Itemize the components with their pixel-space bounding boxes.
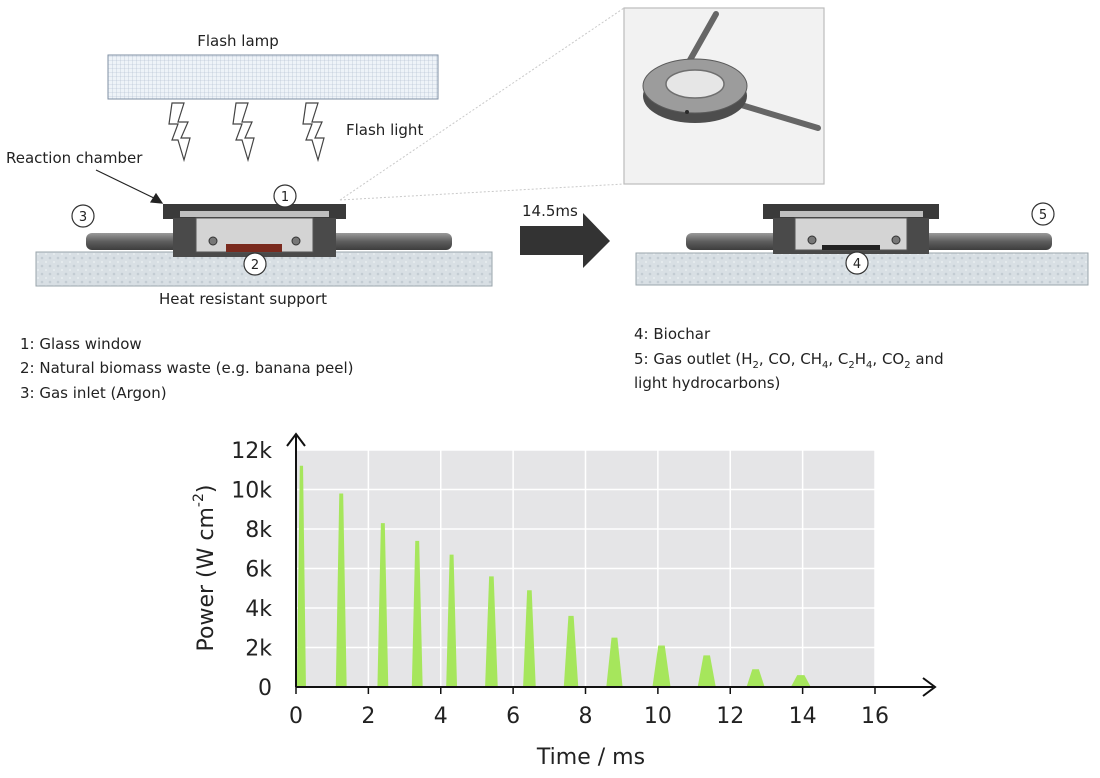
- pulse-bar-9: [652, 645, 671, 687]
- bolt-icon: [302, 102, 325, 163]
- pulse-bar-0: [296, 465, 306, 687]
- pulse-bar-3: [411, 540, 423, 687]
- x-tick-label: 14: [789, 704, 817, 729]
- legend-text-part: 5: Gas outlet (H: [634, 350, 753, 368]
- process-arrow: [520, 213, 610, 268]
- zoom-lines: [339, 7, 625, 201]
- marker-3: 3: [71, 204, 95, 228]
- legend-right-item: 4: Biochar: [634, 325, 711, 343]
- legend-left-item: 3: Gas inlet (Argon): [20, 384, 167, 402]
- y-axis-arrow-icon: [286, 432, 306, 447]
- y-axis-label: Power (W cm-2): [191, 485, 219, 652]
- pulse-bar-8: [606, 637, 623, 687]
- legend-right-gas-outlet: 5: Gas outlet (H2, CO, CH4, C2H4, CO2 an…: [634, 350, 944, 371]
- svg-text:5: 5: [1039, 208, 1047, 223]
- pulse-bar-2: [377, 523, 389, 687]
- marker-5: 5: [1031, 202, 1055, 226]
- y-tick-label: 8k: [245, 518, 272, 543]
- x-tick-label: 16: [861, 704, 889, 729]
- bolt-icon: [232, 102, 255, 163]
- pulse-bar-7: [563, 615, 579, 687]
- y-tick-label: 10k: [231, 479, 272, 504]
- legend-text-part: , CO, CH: [759, 350, 822, 368]
- pulse-bar-1: [335, 493, 347, 687]
- y-tick-label: 0: [258, 676, 272, 701]
- subscript: 2: [753, 360, 759, 371]
- reaction-chamber-right: [763, 204, 939, 254]
- y-tick-label: 6k: [245, 558, 272, 583]
- arrow-label: 14.5ms: [522, 202, 578, 220]
- x-tick-label: 2: [361, 704, 375, 729]
- y-tick-label: 4k: [245, 597, 272, 622]
- x-tick-label: 8: [579, 704, 593, 729]
- svg-text:3: 3: [79, 210, 87, 225]
- legend-text-part: , C: [828, 350, 848, 368]
- legend-left: 1: Glass window 2: Natural biomass waste…: [20, 335, 353, 402]
- biochar-sample: [822, 245, 880, 250]
- marker-2: 2: [243, 252, 267, 276]
- pulse-bar-6: [523, 590, 536, 687]
- legend-text-part: H: [855, 350, 866, 368]
- bolt-icon: [168, 102, 191, 163]
- flash-bolts: [168, 102, 325, 163]
- flash-lamp: [107, 54, 439, 100]
- svg-text:2: 2: [251, 258, 259, 273]
- y-tick-label: 12k: [231, 439, 272, 464]
- reaction-chamber-label: Reaction chamber: [6, 149, 143, 167]
- subscript: 4: [822, 360, 828, 371]
- support-label: Heat resistant support: [159, 290, 327, 308]
- x-tick-label: 4: [434, 704, 448, 729]
- pulse-bar-10: [697, 655, 716, 687]
- marker-1: 1: [273, 184, 297, 208]
- glass-window-inset: [623, 7, 825, 185]
- x-axis-label: Time / ms: [536, 745, 645, 770]
- marker-4: 4: [845, 251, 869, 275]
- reaction-chamber-left: [163, 204, 346, 257]
- reaction-chamber-pointer: [95, 169, 164, 204]
- pulse-bar-5: [485, 576, 498, 687]
- biomass-sample: [226, 244, 282, 252]
- svg-text:4: 4: [853, 257, 861, 272]
- legend-left-item: 1: Glass window: [20, 335, 142, 353]
- flash-light-label: Flash light: [346, 121, 423, 139]
- pulse-bar-12: [790, 675, 811, 687]
- subscript: 4: [866, 360, 872, 371]
- legend-text-part: and: [911, 350, 944, 368]
- pulse-bar-4: [446, 554, 458, 687]
- x-tick-label: 0: [289, 704, 303, 729]
- subscript: 2: [904, 360, 910, 371]
- subscript: 2: [848, 360, 854, 371]
- pulse-bar-11: [746, 669, 765, 687]
- legend-right-item: light hydrocarbons): [634, 374, 780, 392]
- flash-lamp-label: Flash lamp: [197, 32, 279, 50]
- x-tick-label: 6: [506, 704, 520, 729]
- legend-right: 4: Biochar 5: Gas outlet (H2, CO, CH4, C…: [634, 325, 944, 392]
- x-axis-arrow-icon: [922, 677, 937, 697]
- y-tick-label: 2k: [245, 637, 272, 662]
- svg-text:1: 1: [281, 190, 289, 205]
- legend-left-item: 2: Natural biomass waste (e.g. banana pe…: [20, 359, 353, 377]
- x-tick-label: 12: [716, 704, 744, 729]
- x-tick-label: 10: [644, 704, 672, 729]
- legend-text-part: , CO: [872, 350, 904, 368]
